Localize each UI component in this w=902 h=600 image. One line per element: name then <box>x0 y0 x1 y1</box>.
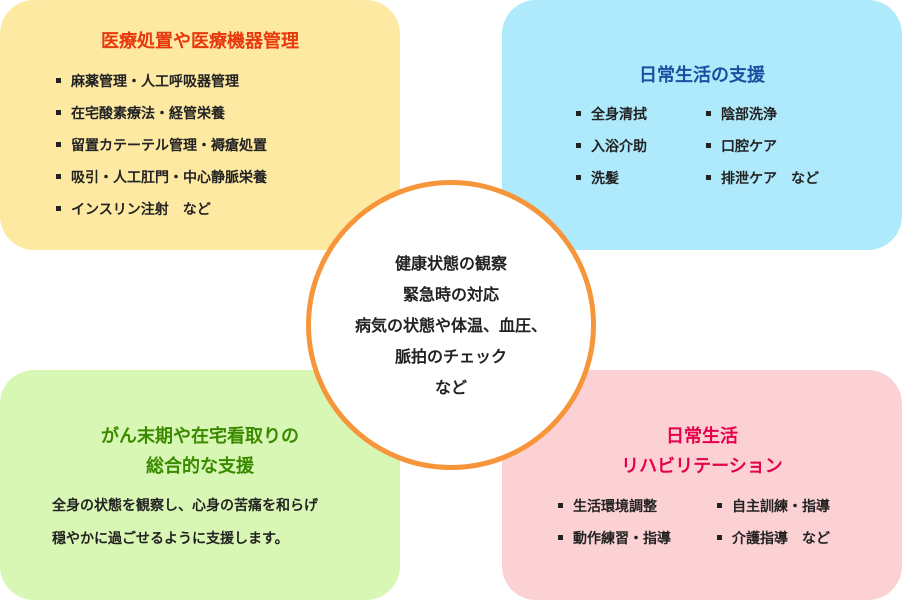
list-item: 生活環境調整 <box>558 497 671 529</box>
list-item: 洗髪 <box>576 169 647 201</box>
list-item: 麻薬管理・人工呼吸器管理 <box>56 72 267 104</box>
list-item: 動作練習・指導 <box>558 529 671 561</box>
title-line: リハビリテーション <box>621 456 783 477</box>
daily-life-title: 日常生活の支援 <box>639 65 765 86</box>
rehab-title: 日常生活 リハビリテーション <box>502 422 902 482</box>
center-line: 病気の状態や体温、血圧、 <box>354 315 547 335</box>
title-line: がん末期や在宅看取りの <box>101 426 299 447</box>
list-item: 在宅酸素療法・経管栄養 <box>56 104 267 136</box>
daily-life-panel: 日常生活の支援 全身清拭 入浴介助 洗髪 陰部洗浄 口腔ケア 排泄ケア など <box>502 0 902 250</box>
center-line: など <box>434 377 467 397</box>
list-item: 全身清拭 <box>576 105 647 137</box>
list-item: 入浴介助 <box>576 137 647 169</box>
medical-care-list: 麻薬管理・人工呼吸器管理 在宅酸素療法・経管栄養 留置カテーテル管理・褥瘡処置 … <box>56 72 267 232</box>
center-line: 健康状態の観察 <box>394 253 507 273</box>
body-line: 穏やかに過ごせるように支援します。 <box>52 531 289 547</box>
center-line: 緊急時の対応 <box>402 284 499 304</box>
list-item: 排泄ケア など <box>706 169 819 201</box>
center-line: 脈拍のチェック <box>394 346 507 366</box>
title-line: 日常生活 <box>666 426 738 447</box>
list-item: インスリン注射 など <box>56 200 267 232</box>
list-item: 口腔ケア <box>706 137 819 169</box>
daily-life-list-1: 全身清拭 入浴介助 洗髪 <box>576 105 647 201</box>
list-item: 吸引・人工肛門・中心静脈栄養 <box>56 168 267 200</box>
rehab-list-2: 自主訓練・指導 介護指導 など <box>717 497 830 561</box>
list-item: 介護指導 など <box>717 529 830 561</box>
medical-care-panel: 医療処置や医療機器管理 麻薬管理・人工呼吸器管理 在宅酸素療法・経管栄養 留置カ… <box>0 0 400 250</box>
rehab-list-1: 生活環境調整 動作練習・指導 <box>558 497 671 561</box>
list-item: 自主訓練・指導 <box>717 497 830 529</box>
body-line: 全身の状態を観察し、心身の苦痛を和らげ <box>52 498 318 514</box>
terminal-care-body: 全身の状態を観察し、心身の苦痛を和らげ 穏やかに過ごせるように支援します。 <box>52 490 318 556</box>
terminal-care-title: がん末期や在宅看取りの 総合的な支援 <box>0 422 400 482</box>
list-item: 陰部洗浄 <box>706 105 819 137</box>
center-health-observation: 健康状態の観察 緊急時の対応 病気の状態や体温、血圧、 脈拍のチェック など <box>306 180 596 470</box>
list-item: 留置カテーテル管理・褥瘡処置 <box>56 136 267 168</box>
daily-life-list-2: 陰部洗浄 口腔ケア 排泄ケア など <box>706 105 819 201</box>
title-line: 総合的な支援 <box>146 456 254 477</box>
medical-care-title: 医療処置や医療機器管理 <box>101 31 299 52</box>
